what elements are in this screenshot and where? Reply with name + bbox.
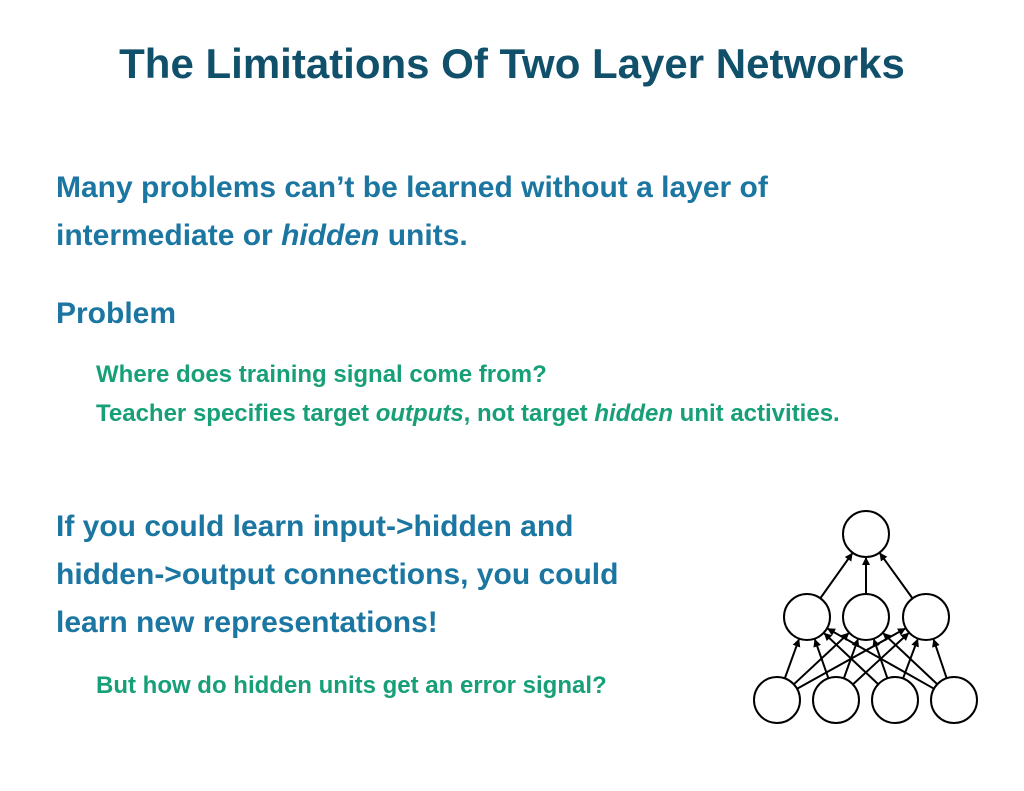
input-unit (871, 676, 919, 724)
connection-arrow (783, 638, 801, 679)
paragraph-line: Many problems can’t be learned without a… (56, 171, 768, 204)
paragraph-line: hidden->output connections, you could (56, 558, 619, 591)
connection-arrow (932, 638, 948, 679)
neural-network-diagram (753, 510, 978, 724)
paragraph-text: units. (379, 219, 468, 252)
connection-arrow (827, 627, 935, 690)
problem-heading: Problem (56, 297, 177, 330)
hidden-unit (902, 593, 950, 641)
paragraph-text: intermediate or (56, 219, 282, 252)
output-unit (842, 510, 890, 558)
sub-line: Where does training signal come from? (96, 361, 547, 388)
connection-arrow (813, 638, 830, 679)
hidden-unit (842, 593, 890, 641)
connection-arrow (823, 632, 879, 685)
input-unit (753, 676, 801, 724)
emphasis-hidden: hidden (281, 219, 380, 252)
connection-arrow (819, 552, 853, 599)
problem-details: Where does training signal come from? Tea… (96, 355, 896, 433)
paragraph-representations: If you could learn input->hidden and hidd… (56, 503, 736, 647)
error-signal-question: But how do hidden units get an error sig… (96, 672, 607, 699)
emphasis-hidden: hidden (594, 400, 673, 427)
connection-arrow (879, 552, 914, 599)
emphasis-outputs: outputs (375, 400, 464, 427)
sub-text: Teacher specifies target (96, 400, 376, 427)
input-unit (930, 676, 978, 724)
sub-text: unit activities. (673, 400, 840, 427)
hidden-unit (783, 593, 831, 641)
paragraph-hidden-units: Many problems can’t be learned without a… (56, 164, 956, 260)
connection-arrow (882, 632, 938, 685)
paragraph-line: If you could learn input->hidden and (56, 510, 574, 543)
sub-text: , not target (463, 400, 595, 427)
slide-title: The Limitations Of Two Layer Networks (119, 40, 905, 87)
input-unit (812, 676, 860, 724)
paragraph-line: learn new representations! (56, 606, 438, 639)
